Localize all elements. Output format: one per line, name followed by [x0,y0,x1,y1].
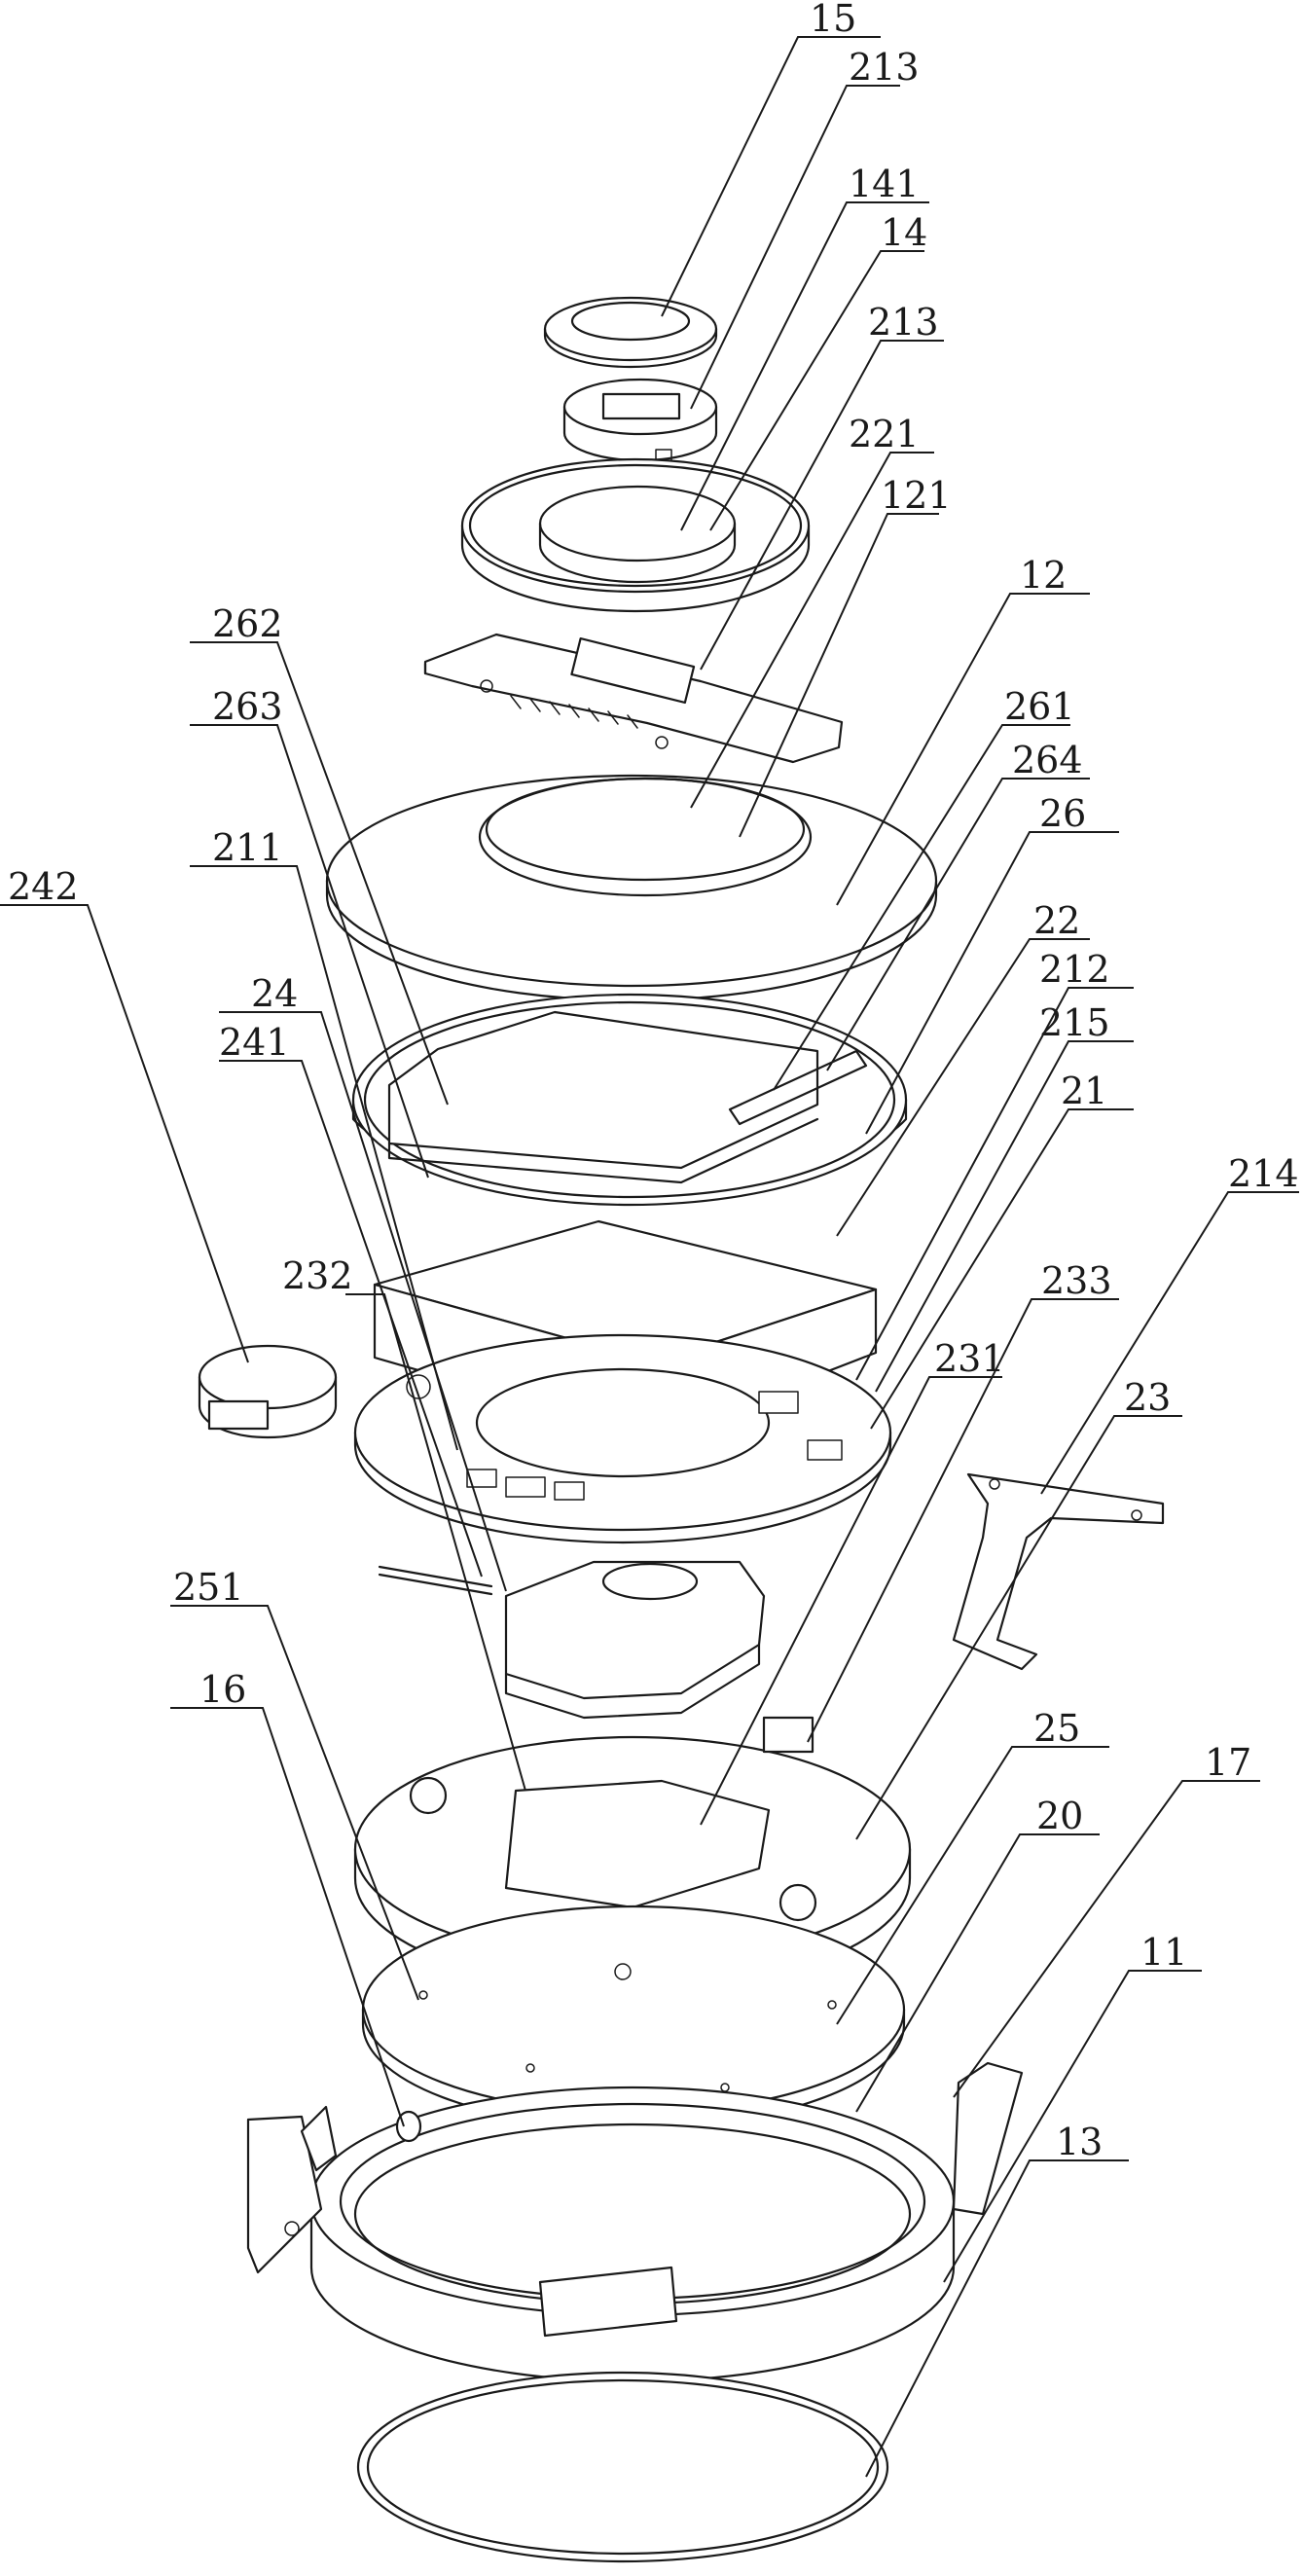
label-15: 15 [810,0,856,40]
label-23: 23 [1124,1376,1171,1419]
label-22: 22 [1033,899,1080,942]
label-214: 214 [1228,1152,1299,1195]
label-14: 14 [881,211,927,254]
label-21: 21 [1061,1070,1107,1112]
label-215: 215 [1039,1001,1110,1044]
label-24: 24 [251,972,298,1015]
label-262: 262 [212,602,283,645]
label-212: 212 [1039,948,1110,991]
label-233: 233 [1041,1259,1112,1302]
label-17: 17 [1205,1741,1251,1784]
label-231: 231 [934,1337,1005,1380]
label-213b: 213 [868,301,939,344]
part-11-case [248,2063,1022,2381]
label-232: 232 [282,1254,353,1297]
label-16: 16 [199,1668,246,1711]
part-15-ring [545,298,716,367]
label-251: 251 [173,1566,244,1609]
label-12: 12 [1020,554,1067,597]
label-213a: 213 [849,46,920,89]
label-241: 241 [219,1021,290,1064]
label-20: 20 [1036,1795,1083,1837]
part-221-strip [425,635,842,762]
label-26: 26 [1039,792,1086,835]
label-11: 11 [1140,1931,1187,1974]
label-121: 121 [881,474,952,517]
label-221: 221 [849,413,920,455]
label-264: 264 [1012,739,1083,781]
part-14-bezel [462,459,809,611]
part-12-glass [327,776,936,1000]
label-211: 211 [212,826,283,869]
label-261: 261 [1004,685,1075,728]
label-13: 13 [1056,2121,1103,2163]
part-26-frame [353,995,906,1205]
part-242-battery [199,1346,336,1437]
part-24-motor [380,1562,764,1718]
label-242: 242 [8,865,79,908]
part-13-back-ring [358,2373,887,2561]
label-25: 25 [1033,1707,1080,1750]
part-21-pcb [355,1335,890,1542]
part-23-clip [954,1474,1163,1669]
label-141: 141 [849,163,920,205]
part-213-insert [564,380,716,461]
label-263: 263 [212,685,283,728]
